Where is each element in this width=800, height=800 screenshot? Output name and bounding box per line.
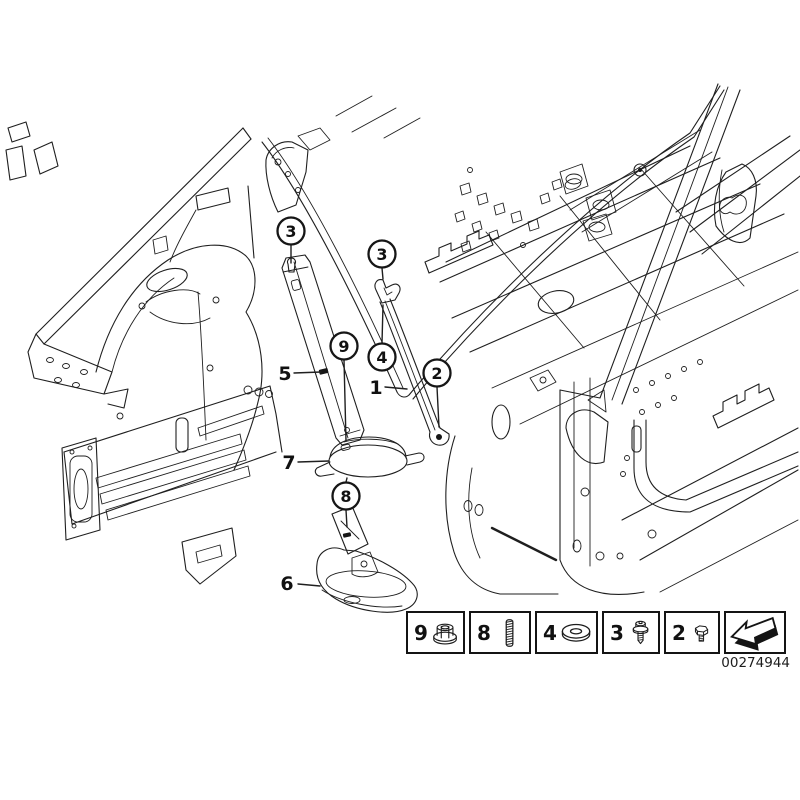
- strut-brace-part-5: [281, 254, 365, 451]
- legend-label: 2: [672, 620, 686, 645]
- legend-cell-2[interactable]: 2: [664, 611, 720, 654]
- legend-label: 8: [477, 620, 491, 645]
- tension-strut-part-1: [374, 279, 450, 446]
- fastener-legend: 9 8 4 3: [406, 611, 786, 654]
- threaded-stud-icon: [505, 618, 514, 647]
- callout-6[interactable]: 6: [280, 573, 293, 595]
- callout-3-strut-top[interactable]: 3: [276, 216, 306, 246]
- callout-label: 1: [369, 377, 382, 399]
- callout-label: 6: [280, 573, 293, 595]
- flange-nut-icon: [433, 623, 457, 644]
- callouts: 3 3 9 4 2 8 5 1 7 6: [276, 216, 452, 595]
- washer-icon: [561, 623, 591, 642]
- callout-1[interactable]: 1: [369, 377, 382, 399]
- callout-label: 5: [278, 363, 291, 385]
- callout-label: 7: [282, 452, 295, 474]
- callout-label: 8: [340, 487, 351, 506]
- legend-cell-8[interactable]: 8: [469, 611, 531, 654]
- legend-label: 3: [610, 620, 624, 645]
- callout-8[interactable]: 8: [331, 481, 361, 511]
- support-bracket-part-6: [316, 504, 418, 613]
- cover-cap-part-7: [314, 436, 425, 478]
- legend-label: 4: [543, 620, 557, 645]
- callout-4[interactable]: 4: [367, 342, 397, 372]
- callout-2[interactable]: 2: [422, 358, 452, 388]
- callout-9[interactable]: 9: [329, 331, 359, 361]
- callout-label: 3: [376, 245, 387, 264]
- callout-label: 4: [376, 348, 387, 367]
- legend-cell-3[interactable]: 3: [602, 611, 660, 654]
- callout-leader-lines: [290, 244, 440, 587]
- direction-arrow-icon: [729, 616, 779, 651]
- legend-cell-9[interactable]: 9: [406, 611, 465, 654]
- hex-bolt-icon: [694, 624, 709, 642]
- callout-7[interactable]: 7: [282, 452, 295, 474]
- right-floor-assembly: [408, 83, 800, 595]
- part-number: 00274944: [721, 655, 790, 671]
- screw-with-washer-icon: [632, 620, 649, 644]
- callout-label: 2: [431, 364, 442, 383]
- callout-5[interactable]: 5: [278, 363, 291, 385]
- callout-label: 3: [285, 222, 296, 241]
- callout-label: 9: [338, 337, 349, 356]
- legend-label: 9: [414, 620, 428, 645]
- legend-cell-4[interactable]: 4: [535, 611, 598, 654]
- left-wheelhouse-assembly: [5, 95, 421, 585]
- legend-cell-arrow[interactable]: [724, 611, 786, 654]
- callout-3-rod-top[interactable]: 3: [367, 239, 397, 269]
